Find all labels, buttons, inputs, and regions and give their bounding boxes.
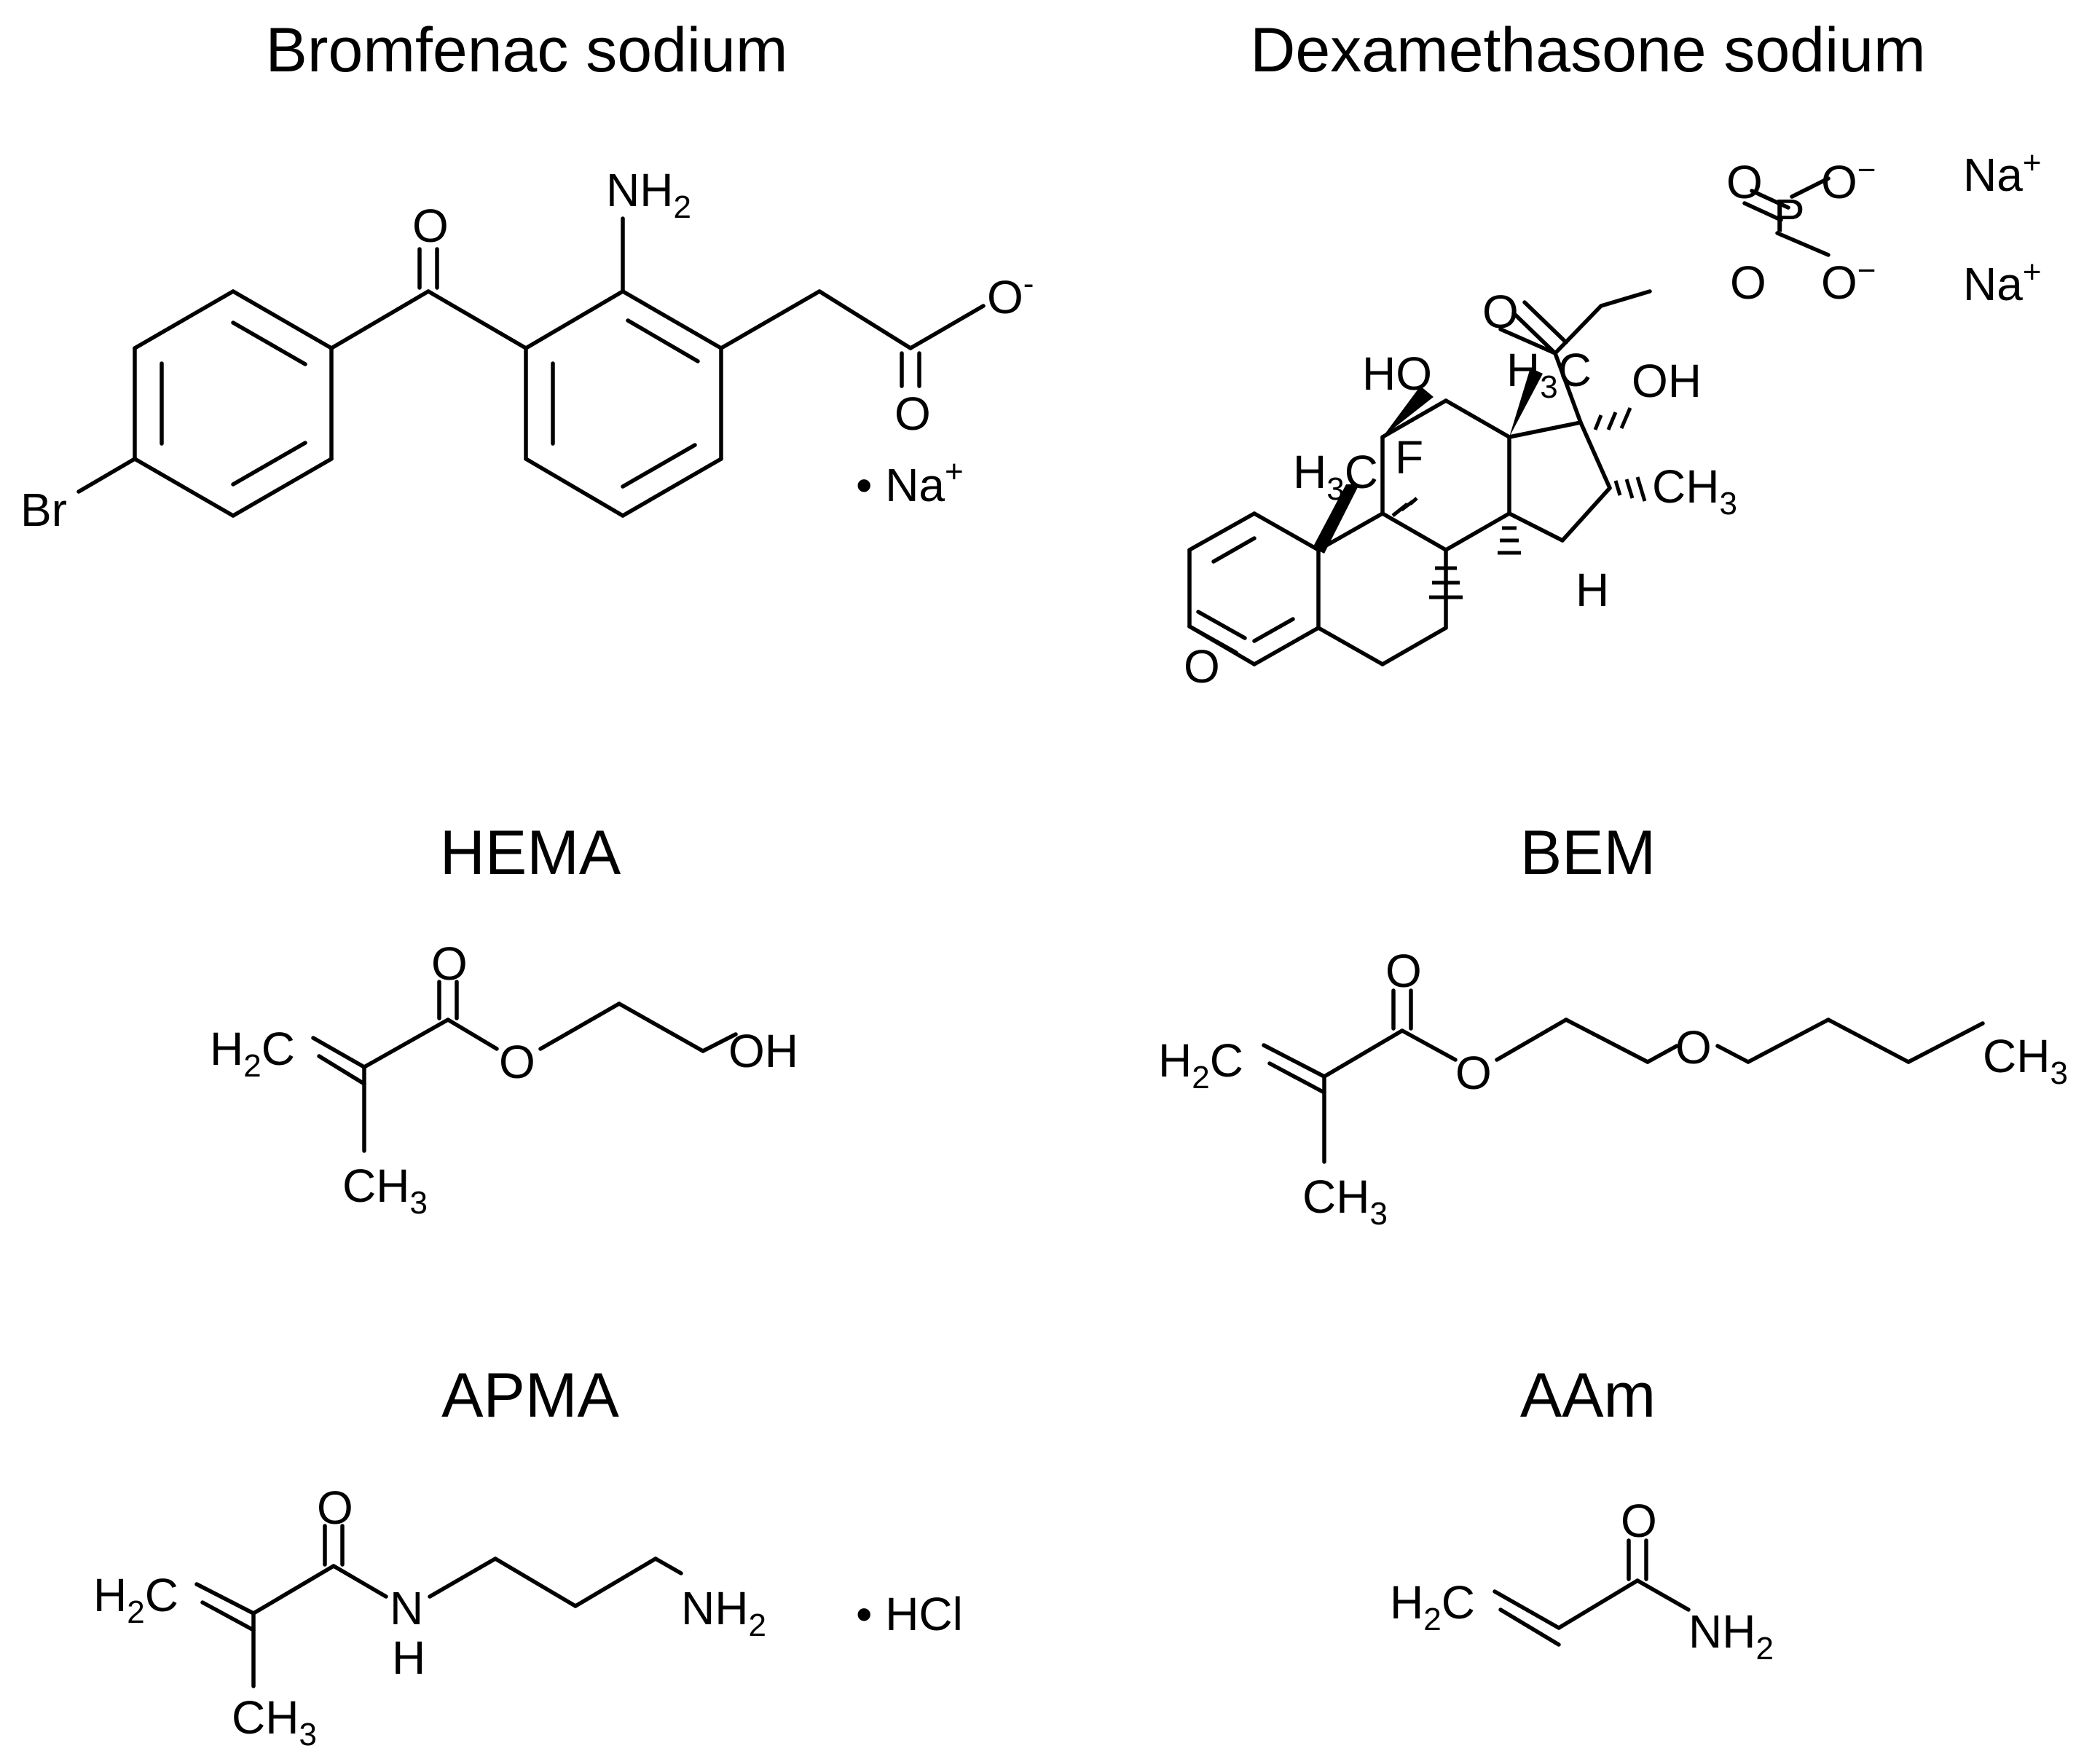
apma-hcl-salt-label: • HCl xyxy=(856,1588,963,1640)
hema-ch3-label: CH3 xyxy=(342,1160,428,1221)
hema-carbonyl-o-label: O xyxy=(431,937,468,990)
title-aam: AAm xyxy=(1520,1361,1656,1431)
aam-carbonyl-o-label: O xyxy=(1621,1495,1657,1547)
title-apma: APMA xyxy=(441,1361,619,1431)
dex-c17-oh-hash xyxy=(1593,407,1632,430)
dex-c8-hash xyxy=(1429,566,1463,599)
dex-c13-methyl-wedge xyxy=(1509,368,1543,437)
dex-p-label: P xyxy=(1774,189,1805,242)
bem-ch3-label: CH3 xyxy=(1302,1170,1388,1232)
dex-c3-carbonyl-bond-a xyxy=(1187,624,1238,655)
title-bem: BEM xyxy=(1520,818,1656,888)
structure-aam: H2C O NH2 xyxy=(1390,1495,1774,1666)
dex-c17-oh-label: OH xyxy=(1632,355,1702,407)
bem-carbonyl-o-label: O xyxy=(1385,945,1422,997)
bromfenac-br-label: Br xyxy=(20,484,67,536)
dex-c19-h3c-label: H3C xyxy=(1293,446,1378,507)
bem-bonds xyxy=(1262,988,1985,1164)
dex-p-o-double-label: O xyxy=(1726,156,1763,208)
dex-c16-methyl-hash xyxy=(1613,476,1647,502)
bromfenac-keto-o-label: O xyxy=(412,200,449,252)
dex-c20-o-label: O xyxy=(1482,286,1519,338)
bromfenac-nh2-label: NH2 xyxy=(606,164,691,225)
dex-c3-carbonyl-bond-b xyxy=(1196,610,1247,640)
dex-c9-f-label: F xyxy=(1395,431,1423,484)
bem-h2c-label: H2C xyxy=(1158,1034,1243,1095)
title-dexamethasone-sodium: Dexamethasone sodium xyxy=(1250,15,1925,85)
aam-nh2-label: NH2 xyxy=(1688,1605,1774,1666)
structure-bem: H2C O O O CH3 CH3 xyxy=(1158,945,2068,1232)
hema-h2c-label: H2C xyxy=(210,1023,295,1084)
structure-bromfenac: Br O NH2 O- O • Na+ xyxy=(20,164,1034,536)
apma-amide-h-label: H xyxy=(392,1632,425,1684)
structure-hema: H2C O O OH CH3 xyxy=(210,937,798,1221)
title-hema: HEMA xyxy=(440,818,621,888)
bromfenac-sodium-counterion: • Na+ xyxy=(856,454,964,511)
dex-na-1-label: Na+ xyxy=(1963,145,2042,201)
dex-c11-oh-wedge xyxy=(1383,386,1434,437)
dex-c10-methyl-bold-wedge xyxy=(1313,484,1359,554)
apma-ch3-label: CH3 xyxy=(232,1691,317,1752)
hema-bonds xyxy=(311,980,738,1153)
dex-c11-ho-label: HO xyxy=(1362,347,1432,400)
dex-c16-ch3-label: CH3 xyxy=(1652,460,1737,522)
bem-ester-o-label: O xyxy=(1455,1047,1492,1099)
bem-terminal-ch3-label: CH3 xyxy=(1983,1030,2068,1091)
aam-bonds xyxy=(1493,1538,1691,1647)
dex-na-2-label: Na+ xyxy=(1963,254,2042,310)
dex-c14-h-label: H xyxy=(1576,564,1609,616)
apma-carbonyl-o-label: O xyxy=(317,1481,353,1534)
dex-o-minus-1-label: O− xyxy=(1821,152,1876,208)
dex-c20-carbonyl-bond-a xyxy=(1511,311,1557,355)
dex-c14-hash xyxy=(1498,526,1521,555)
apma-nh2-label: NH2 xyxy=(681,1582,766,1643)
bromfenac-carbonyl-o-label: O xyxy=(894,387,931,440)
dex-c18-h3c-label: H3C xyxy=(1506,344,1592,405)
title-bromfenac-sodium: Bromfenac sodium xyxy=(266,15,788,85)
dex-c9-fluoro-hash xyxy=(1391,497,1418,517)
dex-ester-o-label: O xyxy=(1730,256,1766,309)
aam-h2c-label: H2C xyxy=(1390,1576,1475,1637)
dexamethasone-bonds xyxy=(1187,176,1830,666)
dex-o-minus-2-label: O− xyxy=(1821,253,1876,309)
bromfenac-o-minus-label: O- xyxy=(987,266,1034,323)
dex-c20-carbonyl-bond-b xyxy=(1522,300,1568,345)
dex-c3-o-label: O xyxy=(1184,640,1220,693)
hema-oh-label: OH xyxy=(728,1025,798,1077)
structure-dexamethasone: O O− P O O− Na+ Na+ O HO H3C OH H3C F CH… xyxy=(1184,145,2042,693)
apma-h2c-label: H2C xyxy=(93,1569,178,1630)
bromfenac-bonds xyxy=(76,216,986,518)
hema-ester-o-label: O xyxy=(499,1036,535,1088)
apma-bonds xyxy=(194,1524,683,1688)
bem-ether-o-label: O xyxy=(1675,1021,1712,1074)
apma-amide-n-label: N xyxy=(390,1582,423,1634)
structure-apma: H2C O N H NH2 CH3 • HCl xyxy=(93,1481,963,1752)
